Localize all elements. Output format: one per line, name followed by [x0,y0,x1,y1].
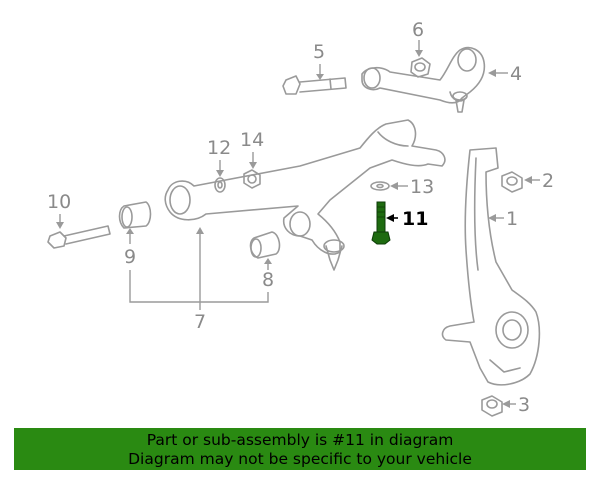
part-12-washer[interactable] [214,177,226,193]
part-2-nut[interactable] [501,171,523,193]
callout-13: 13 [410,176,434,198]
callout-8: 8 [262,269,274,291]
part-13-washer[interactable] [370,181,390,191]
callout-3: 3 [518,394,530,416]
callout-10: 10 [47,191,71,213]
part-14-nut[interactable] [243,169,261,189]
callout-11: 11 [402,208,428,230]
banner-line-1: Part or sub-assembly is #11 in diagram [146,431,454,449]
callout-12: 12 [207,137,231,159]
part-11-bolt[interactable] [371,201,391,245]
part-7-lower-control-arm[interactable] [164,119,446,271]
callout-1: 1 [506,208,518,230]
part-3-nut[interactable] [481,395,503,417]
callout-2: 2 [542,170,554,192]
callout-labels: 5 6 4 12 14 13 11 2 1 3 10 9 8 7 [47,19,554,416]
callout-4: 4 [510,63,522,85]
callout-7: 7 [194,311,206,333]
callout-14: 14 [240,129,264,151]
part-10-bolt[interactable] [47,225,111,249]
part-5-bolt[interactable] [282,75,347,95]
part-1-knuckle[interactable] [441,147,541,386]
part-6-nut[interactable] [410,57,431,78]
leader-lines [56,40,540,408]
banner-line-2: Diagram may not be specific to your vehi… [128,450,472,468]
part-9-bushing[interactable] [118,201,152,229]
callout-5: 5 [313,41,325,63]
callout-9: 9 [124,246,136,268]
part-4-upper-control-arm[interactable] [361,46,486,113]
part-8-bushing[interactable] [249,231,281,259]
parts-diagram: 5 6 4 12 14 13 11 2 1 3 10 9 8 7 [47,19,554,417]
callout-6: 6 [412,19,424,41]
info-banner: Part or sub-assembly is #11 in diagram D… [14,428,586,470]
